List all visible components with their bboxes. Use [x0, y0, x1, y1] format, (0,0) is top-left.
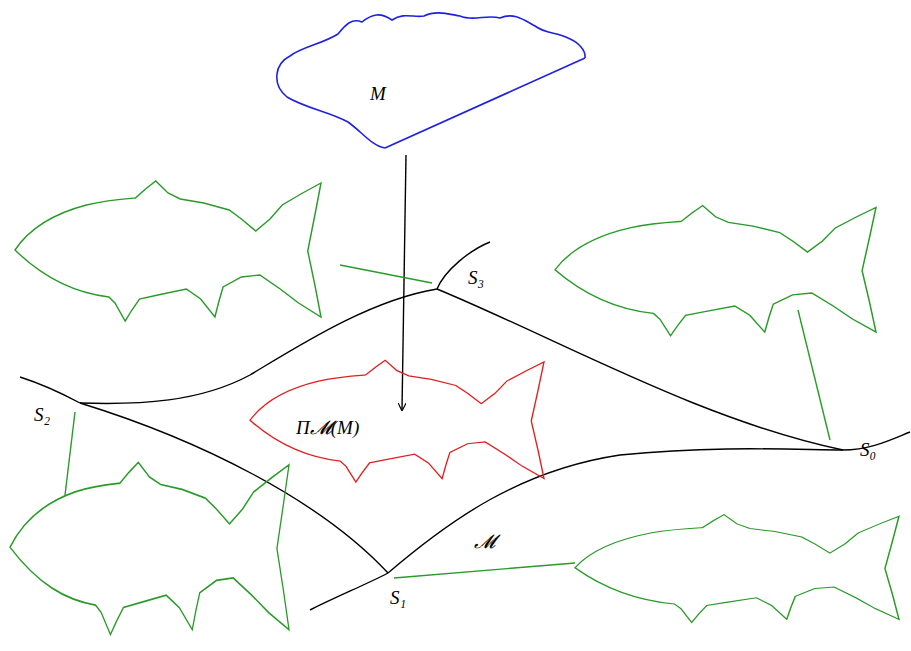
leader-lines	[65, 265, 830, 578]
shape-outline	[277, 13, 585, 148]
shape-edge	[385, 58, 585, 148]
fish-outline	[10, 462, 289, 634]
fish-outline	[555, 206, 876, 336]
manifold	[20, 242, 910, 610]
point-label: S₀	[860, 440, 876, 461]
point-label: S₁	[390, 588, 406, 609]
point-label: S₂	[34, 405, 50, 426]
fish-outline	[575, 515, 899, 623]
projected-fish	[250, 360, 544, 482]
fish-outline	[15, 181, 321, 321]
manifold-label: 𝓜	[474, 532, 495, 553]
projection-arrow	[402, 155, 406, 410]
shape-label: M	[370, 84, 386, 105]
projection-label: Π𝓜(M)	[296, 418, 359, 439]
point-label: S₃	[468, 268, 484, 289]
